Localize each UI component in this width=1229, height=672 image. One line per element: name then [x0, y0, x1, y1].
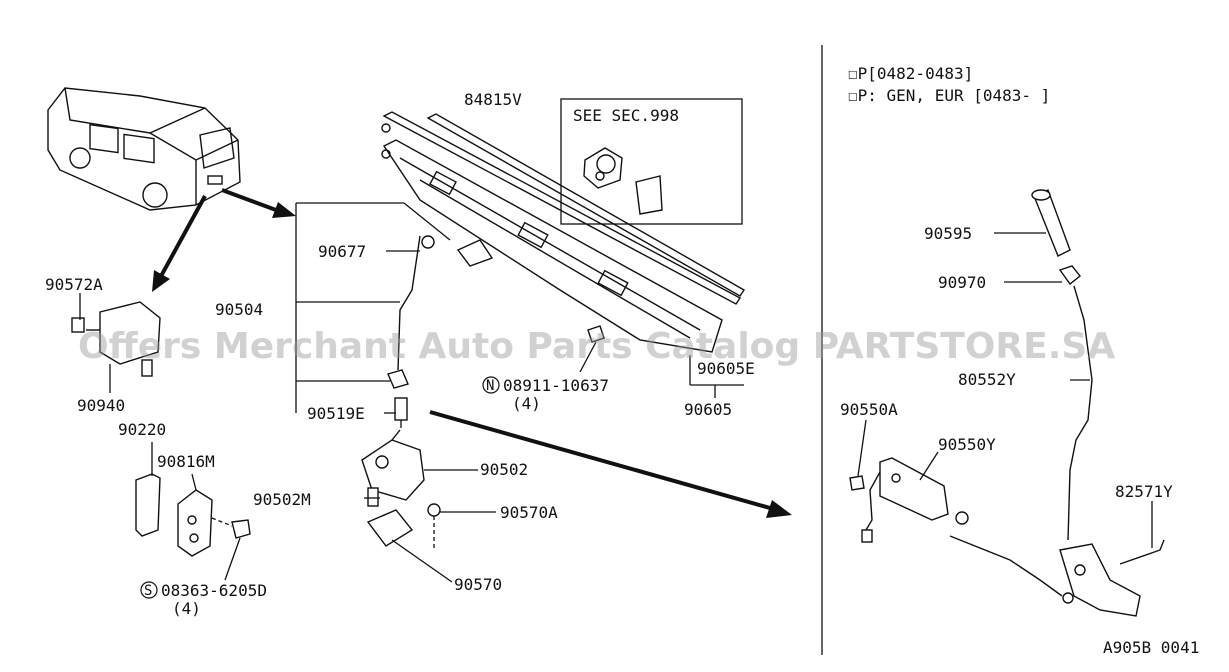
part-08911-qty: (4) [512, 394, 541, 413]
leader-bracket-90605 [579, 325, 744, 398]
part-90595: 90595 [924, 224, 972, 243]
part-90816M: 90816M [157, 452, 215, 471]
part-80552Y: 80552Y [958, 370, 1016, 389]
part-90572A: 90572A [45, 275, 103, 294]
pointer-arrows [152, 188, 792, 518]
figure-code: A905B 0041 [1103, 638, 1199, 657]
part-90502: 90502 [480, 460, 528, 479]
part-90940: 90940 [77, 396, 125, 415]
standard-part-marker-letter: S [144, 583, 152, 599]
part-90550A: 90550A [840, 400, 898, 419]
van-illustration [47, 87, 241, 211]
leader-bracket-left [295, 202, 451, 414]
part-90502M: 90502M [253, 490, 311, 509]
see-section-label: SEE SEC.998 [573, 106, 679, 125]
standard-part-marker [140, 581, 158, 599]
see-section-box [560, 98, 743, 225]
nut-part-marker-letter: N [486, 378, 494, 394]
nut-part-marker [482, 376, 500, 394]
switch-parts [71, 293, 251, 581]
part-90504: 90504 [215, 300, 263, 319]
part-90605E: 90605E [697, 359, 755, 378]
part-90970: 90970 [938, 273, 986, 292]
part-90220: 90220 [118, 420, 166, 439]
part-82571Y: 82571Y [1115, 482, 1173, 501]
part-08363-qty: (4) [172, 599, 201, 618]
part-90677: 90677 [318, 242, 366, 261]
part-84815V: 84815V [464, 90, 522, 109]
handle-linkage-assembly [849, 189, 1165, 617]
part-08911-10637: 08911-10637 [503, 376, 609, 395]
watermark-text: Offers Merchant Auto Parts Catalog PARTS… [78, 326, 1115, 367]
part-90605: 90605 [684, 400, 732, 419]
applicability-line-2: ☐P: GEN, EUR [0483- ] [848, 86, 1050, 105]
applicability-line-1: ☐P[0482-0483] [848, 64, 973, 83]
rod-linkage [387, 235, 494, 428]
lock-mechanism [361, 429, 496, 583]
part-90570: 90570 [454, 575, 502, 594]
gate-wiper-assembly [381, 111, 745, 353]
lock-cylinder-illustration [583, 147, 663, 215]
part-90519E: 90519E [307, 404, 365, 423]
part-90570A: 90570A [500, 503, 558, 522]
part-90550Y: 90550Y [938, 435, 996, 454]
part-08363-6205D: 08363-6205D [161, 581, 267, 600]
